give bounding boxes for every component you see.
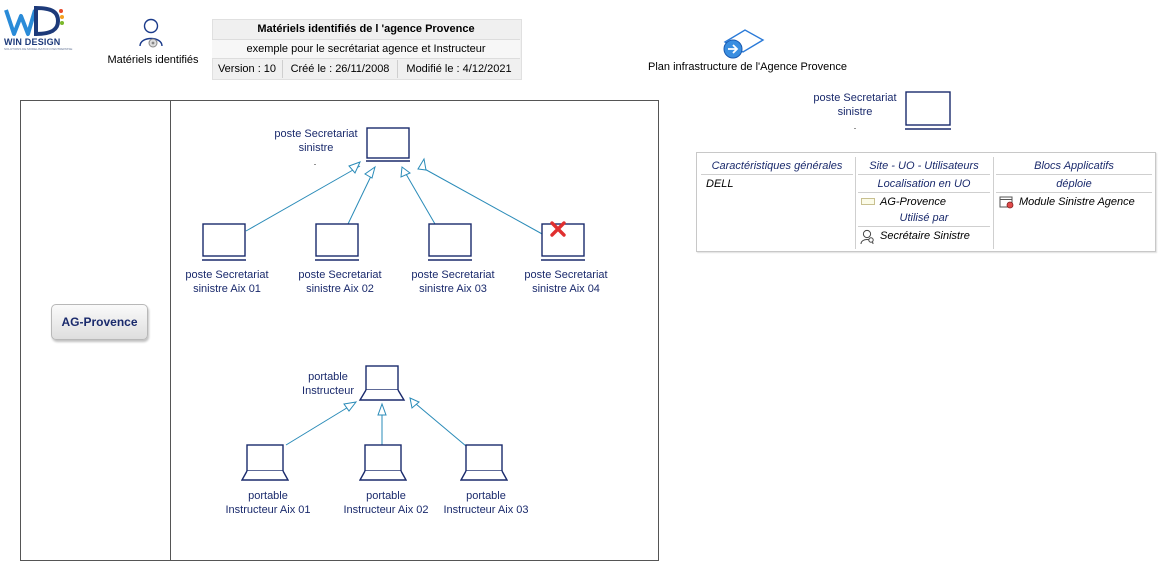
properties-rule — [996, 192, 1152, 193]
materiels-label: Matériels identifiés — [107, 54, 199, 66]
laptop-icon[interactable] — [358, 364, 406, 404]
desktop-label-aix01-line2: sinistre Aix 01 — [193, 283, 261, 295]
laptop-label-aix01-line1: portable — [248, 490, 288, 502]
properties-user-value[interactable]: Secrétaire Sinistre — [880, 230, 970, 242]
properties-sub-used-by: Utilisé par — [899, 212, 949, 224]
desktop-icon[interactable] — [540, 223, 586, 263]
properties-rule — [996, 174, 1152, 175]
location-icon — [861, 197, 875, 206]
modified-label: Modifié le : 4/12/2021 — [406, 63, 512, 75]
desktop-label-aix02-line2: sinistre Aix 02 — [306, 283, 374, 295]
properties-sub-deploys: déploie — [1056, 178, 1092, 190]
node-label-parent-desktop-line2: sinistre — [298, 142, 334, 154]
swimlane-frame — [20, 100, 659, 561]
laptop-label-aix01-line2: Instructeur Aix 01 — [225, 504, 311, 516]
desktop-label-aix01-line1: poste Secretariat — [185, 269, 269, 281]
desktop-icon[interactable] — [365, 127, 411, 163]
node-dot: . — [313, 157, 317, 167]
properties-divider — [993, 157, 994, 249]
laptop-icon[interactable] — [358, 443, 408, 483]
laptop-label-aix02-line1: portable — [366, 490, 406, 502]
desktop-icon[interactable] — [314, 223, 360, 263]
laptop-icon[interactable] — [240, 443, 290, 483]
desktop-label-aix03-line1: poste Secretariat — [411, 269, 495, 281]
page-title: Matériels identifiés de l 'agence Proven… — [257, 23, 475, 35]
user-icon — [860, 229, 875, 245]
version-label: Version : 10 — [217, 63, 277, 75]
selected-label-line2: sinistre — [837, 106, 873, 118]
plan-infrastructure-icon[interactable] — [721, 28, 765, 60]
desktop-label-aix03-line2: sinistre Aix 03 — [419, 283, 487, 295]
selected-dot: . — [853, 121, 857, 131]
properties-panel — [696, 152, 1156, 252]
node-label-parent-laptop-line2: Instructeur — [302, 385, 354, 397]
laptop-label-aix02-line2: Instructeur Aix 02 — [343, 504, 429, 516]
desktop-label-aix04-line1: poste Secretariat — [524, 269, 608, 281]
properties-divider — [855, 157, 856, 249]
node-label-parent-laptop-line1: portable — [308, 371, 348, 383]
properties-brand-value: DELL — [706, 178, 734, 190]
delete-icon — [549, 220, 567, 238]
created-label: Créé le : 26/11/2008 — [290, 63, 390, 75]
site-button-ag-provence[interactable]: AG-Provence — [51, 304, 148, 340]
materiels-icon[interactable] — [136, 18, 166, 52]
logo-text: WIN DESIGN — [4, 37, 61, 47]
properties-header-applications: Blocs Applicatifs — [1034, 160, 1114, 172]
desktop-icon[interactable] — [427, 223, 473, 263]
properties-location-value[interactable]: AG-Provence — [880, 196, 947, 208]
windesign-logo — [2, 2, 66, 46]
application-module-icon — [999, 195, 1015, 210]
page-subtitle: exemple pour le secrétariat agence et In… — [212, 39, 520, 59]
properties-header-general: Caractéristiques générales — [711, 160, 843, 172]
node-label-parent-desktop-line1: poste Secretariat — [274, 128, 358, 140]
properties-sub-location: Localisation en UO — [877, 178, 971, 190]
swimlane-divider — [170, 100, 171, 561]
header-divider — [397, 60, 398, 78]
desktop-label-aix04-line2: sinistre Aix 04 — [532, 283, 600, 295]
properties-rule — [858, 226, 990, 227]
properties-rule — [701, 174, 853, 175]
laptop-icon[interactable] — [459, 443, 509, 483]
desktop-icon[interactable] — [904, 91, 952, 131]
desktop-label-aix02-line1: poste Secretariat — [298, 269, 382, 281]
properties-header-site: Site - UO - Utilisateurs — [869, 160, 979, 172]
laptop-label-aix03-line2: Instructeur Aix 03 — [443, 504, 529, 516]
desktop-icon[interactable] — [201, 223, 247, 263]
properties-rule — [858, 192, 990, 193]
plan-infrastructure-link[interactable]: Plan infrastructure de l'Agence Provence — [648, 61, 847, 73]
logo-subtext: SOLUTIONS DE MODELISATION D'ENTREPRISE — [4, 47, 73, 51]
laptop-label-aix03-line1: portable — [466, 490, 506, 502]
properties-rule — [858, 174, 990, 175]
properties-module-value[interactable]: Module Sinistre Agence — [1019, 196, 1135, 208]
selected-label-line1: poste Secretariat — [813, 92, 897, 104]
header-divider — [282, 60, 283, 78]
